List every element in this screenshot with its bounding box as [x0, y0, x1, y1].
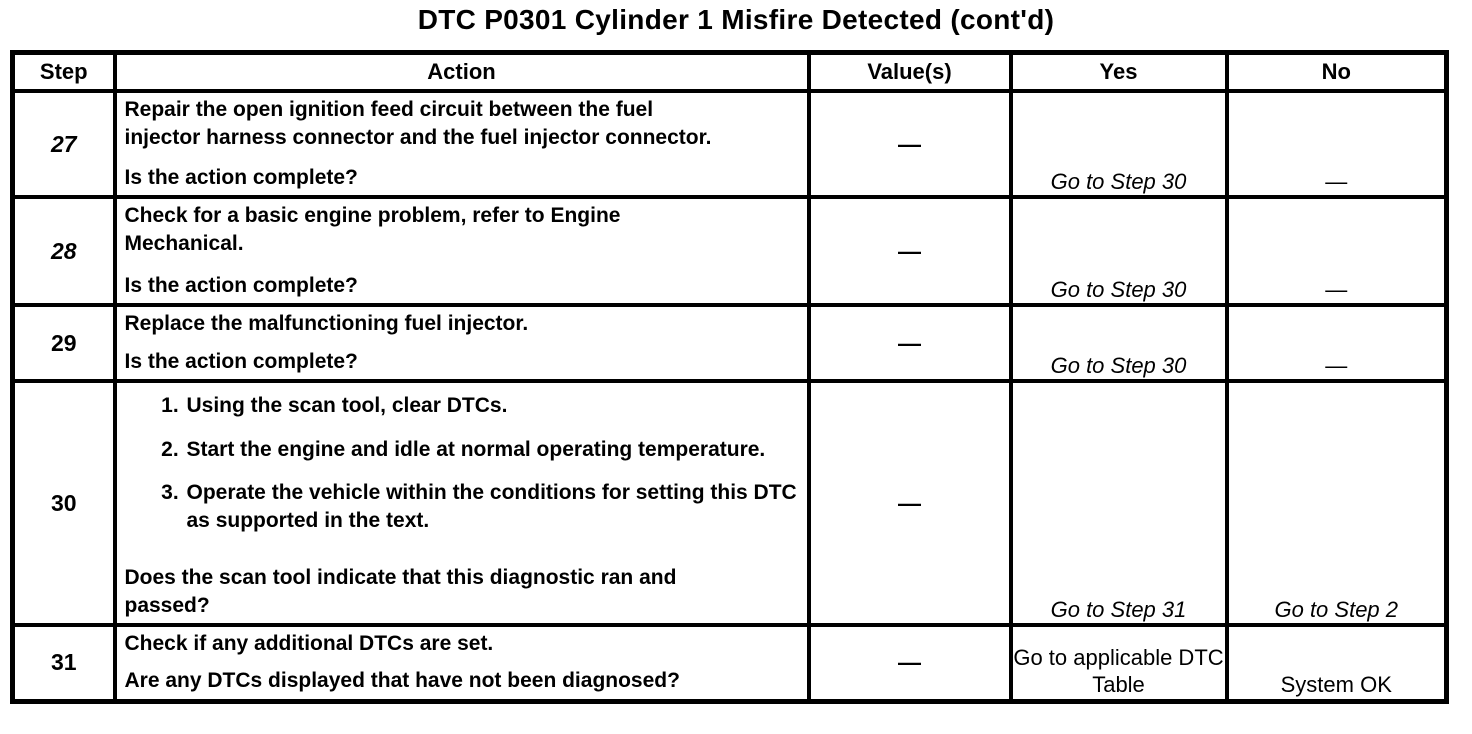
- table-row: 28 Check for a basic engine problem, refe…: [10, 195, 1449, 307]
- action-question: Is the action complete?: [124, 165, 358, 189]
- value-dash: —: [898, 329, 921, 356]
- action-question: Is the action complete?: [124, 349, 358, 373]
- yes-result: Go to Step 30: [1050, 352, 1187, 378]
- yes-cell: Go to applicable DTC Table: [1008, 623, 1229, 703]
- no-cell: —: [1224, 303, 1449, 383]
- action-paragraph: Replace the malfunctioning fuel injector…: [124, 312, 529, 335]
- step-number: 31: [50, 649, 77, 676]
- table-row: 27 Repair the open ignition feed circuit …: [10, 89, 1449, 199]
- yes-cell: Go to Step 30: [1008, 303, 1229, 383]
- step-number: 28: [50, 237, 77, 264]
- col-header-yes: Yes: [1008, 50, 1229, 93]
- action-cell: Using the scan tool, clear DTCs. Start th…: [112, 379, 811, 627]
- action-text: Check for a basic engine problem, refer …: [119, 201, 805, 257]
- value-cell: —: [806, 379, 1013, 627]
- table-row: 31 Check if any additional DTCs are set. A…: [10, 623, 1449, 703]
- action-cell: Replace the malfunctioning fuel injector…: [112, 303, 811, 383]
- yes-cell: Go to Step 31: [1008, 379, 1229, 627]
- action-text: Using the scan tool, clear DTCs. Start th…: [119, 385, 805, 535]
- dtc-table: Step Action Value(s) Yes No 27 Repair the…: [10, 50, 1449, 704]
- no-result: —: [1325, 276, 1348, 302]
- value-dash: —: [898, 489, 921, 516]
- action-list-item: Start the engine and idle at normal oper…: [185, 436, 799, 464]
- action-paragraph: Check for a basic engine problem, refer …: [124, 204, 621, 255]
- no-result: Go to Step 2: [1274, 596, 1399, 622]
- step-cell: 29: [10, 303, 117, 383]
- action-cell: Repair the open ignition feed circuit be…: [112, 89, 811, 199]
- action-text: Replace the malfunctioning fuel injector…: [119, 309, 805, 338]
- no-cell: —: [1224, 195, 1449, 307]
- yes-result: Go to Step 31: [1050, 596, 1187, 622]
- action-question: Is the action complete?: [124, 273, 358, 297]
- page-title: DTC P0301 Cylinder 1 Misfire Detected (c…: [417, 4, 1055, 35]
- table-row: 29 Replace the malfunctioning fuel inject…: [10, 303, 1449, 383]
- col-header-action: Action: [112, 50, 811, 93]
- step-number: 27: [50, 130, 77, 157]
- value-dash: —: [898, 649, 921, 676]
- step-cell: 30: [10, 379, 117, 627]
- value-cell: —: [806, 623, 1013, 703]
- value-cell: —: [806, 195, 1013, 307]
- value-dash: —: [898, 237, 921, 264]
- action-cell: Check if any additional DTCs are set. Are…: [112, 623, 811, 703]
- action-list: Using the scan tool, clear DTCs. Start th…: [125, 392, 799, 535]
- action-list-item: Operate the vehicle within the condition…: [185, 479, 799, 534]
- action-question: Does the scan tool indicate that this di…: [124, 566, 677, 617]
- col-header-step: Step: [10, 50, 117, 93]
- no-result: —: [1325, 168, 1348, 194]
- yes-result: Go to Step 30: [1050, 168, 1187, 194]
- yes-result: Go to Step 30: [1050, 276, 1187, 302]
- action-text: Repair the open ignition feed circuit be…: [119, 95, 805, 151]
- table-header-row: Step Action Value(s) Yes No: [10, 50, 1449, 93]
- no-result: —: [1325, 352, 1348, 378]
- value-cell: —: [806, 303, 1013, 383]
- action-text: Check if any additional DTCs are set.: [119, 629, 805, 658]
- value-dash: —: [898, 130, 921, 157]
- no-result: System OK: [1280, 672, 1392, 697]
- yes-cell: Go to Step 30: [1008, 89, 1229, 199]
- step-number: 29: [50, 329, 77, 356]
- no-cell: System OK: [1224, 623, 1449, 703]
- step-cell: 27: [10, 89, 117, 199]
- yes-result: Go to applicable DTC Table: [1013, 644, 1224, 698]
- col-header-no: No: [1224, 50, 1449, 93]
- value-cell: —: [806, 89, 1013, 199]
- step-cell: 31: [10, 623, 117, 703]
- action-paragraph: Repair the open ignition feed circuit be…: [124, 98, 712, 149]
- step-cell: 28: [10, 195, 117, 307]
- action-list-item: Using the scan tool, clear DTCs.: [185, 392, 799, 420]
- no-cell: Go to Step 2: [1224, 379, 1449, 627]
- table-body: 27 Repair the open ignition feed circuit …: [10, 89, 1449, 703]
- action-question: Are any DTCs displayed that have not bee…: [124, 669, 680, 693]
- yes-cell: Go to Step 30: [1008, 195, 1229, 307]
- no-cell: —: [1224, 89, 1449, 199]
- action-paragraph: Check if any additional DTCs are set.: [124, 632, 494, 655]
- table-row: 30 Using the scan tool, clear DTCs. Start …: [10, 379, 1449, 627]
- col-header-values: Value(s): [806, 50, 1013, 93]
- step-number: 30: [50, 489, 77, 516]
- action-cell: Check for a basic engine problem, refer …: [112, 195, 811, 307]
